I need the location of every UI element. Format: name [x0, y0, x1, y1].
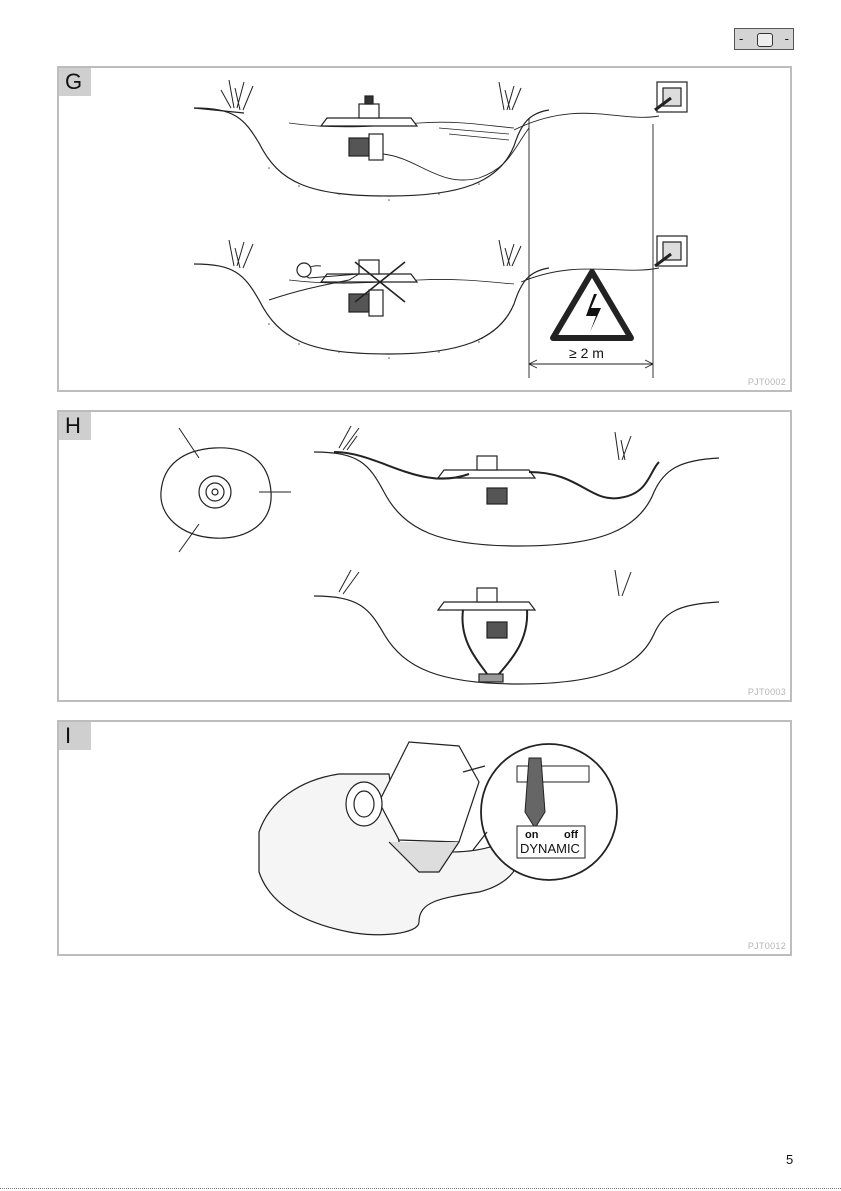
figure-panel-g: G: [57, 66, 792, 392]
pond-safety-illustration: ≥ 2 m: [59, 68, 792, 392]
figure-code: PJT0012: [748, 941, 786, 951]
badge-rounded-square-icon: [757, 33, 773, 47]
figure-code: PJT0003: [748, 687, 786, 697]
anchoring-illustration: [59, 412, 792, 702]
figure-code: PJT0002: [748, 377, 786, 387]
switch-off-label: off: [564, 829, 578, 841]
pond-basin-top: [314, 452, 719, 546]
bottom-dotted-rule: [0, 1188, 841, 1189]
switch-on-label: on: [525, 829, 539, 841]
figure-panel-i: I on off DYNAMIC PJT0012: [57, 720, 792, 956]
float-top-view: [161, 448, 271, 538]
page-number: 5: [786, 1152, 793, 1167]
figure-panel-h: H PJT0003: [57, 410, 792, 702]
language-badge: - -: [734, 28, 794, 50]
switch-name-label: DYNAMIC: [520, 841, 580, 856]
distance-label: ≥ 2 m: [569, 345, 604, 361]
switch-zoom-circle: [481, 744, 617, 880]
pump-switch-illustration: on off DYNAMIC: [59, 722, 792, 956]
switch-lever-icon: [525, 758, 545, 828]
badge-left-mark: -: [739, 31, 743, 47]
badge-right-mark: -: [785, 31, 789, 47]
